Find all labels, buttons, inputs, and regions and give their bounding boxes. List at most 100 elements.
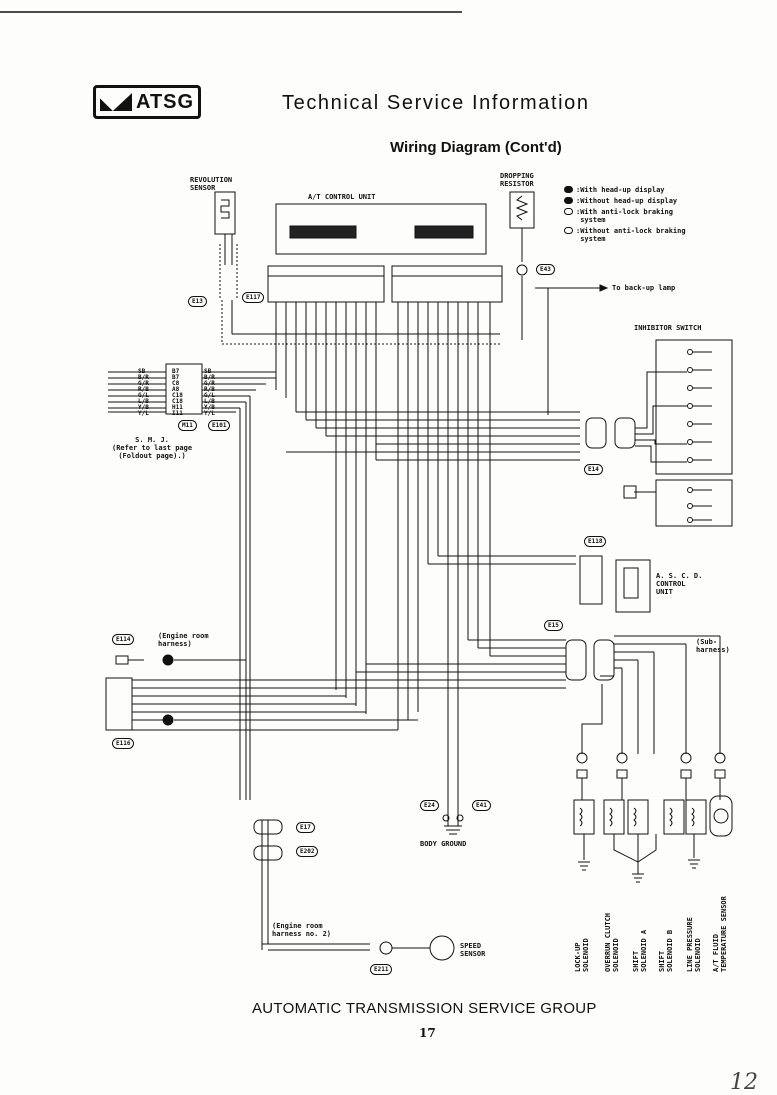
acu-connector-left [289,225,357,239]
ascd-control-unit-box [615,559,651,613]
engine-room-harness-2-label: (Engine room harness no. 2) [272,922,332,938]
connector-e43: E43 [536,264,555,275]
logo-mark-icon [100,93,132,111]
e15-connector [565,639,587,681]
dropping-resistor-label: DROPPING RESISTOR [500,172,534,188]
e17-connector [253,819,283,835]
wire-label: R/B [138,386,149,393]
wire-label: Y/B [138,404,149,411]
legend-text: :Without anti-lock braking system [576,227,686,243]
legend-symbol-icon [564,208,573,215]
page-title: Technical Service Information [282,92,590,114]
connector-e24: E24 [420,800,439,811]
wire-label: G/R [138,380,149,387]
pin-label: A8 [172,386,180,393]
wire-label: Y/L [138,410,149,417]
logo-text: ATSG [136,90,195,113]
to-backup-lamp-label: To back-up lamp [612,284,676,292]
revolution-sensor-body [214,191,236,235]
wire-label: G/R [204,380,215,387]
legend: :With head-up display :Without head-up d… [564,186,686,243]
e116-connector [105,677,133,731]
wire-label: G/L [204,392,215,399]
legend-item: :Without anti-lock braking system [564,227,686,243]
inhibitor-switch-label: INHIBITOR SWITCH [634,324,702,332]
wire-label: B/R [138,374,149,381]
legend-item: :Without head-up display [564,197,686,205]
pin-label: C18 [172,398,183,405]
connector-e118: E118 [584,536,607,547]
body-ground-label: BODY GROUND [420,840,467,848]
ascd-connector-e118 [579,555,603,605]
dropping-resistor-zigzag [515,195,529,221]
connector-e14: E14 [584,464,603,475]
smj-pin-labels: B7 B7 C8 A8 C18 C18 H11 I11 [172,368,183,417]
ascd-label: A. S. C. D. CONTROL UNIT [656,572,703,596]
connector-e117: E117 [242,292,265,303]
wire-label: G/L [138,392,149,399]
solenoid-group [573,752,733,883]
atsg-logo: ATSG [93,85,201,119]
legend-symbol-icon [564,186,573,193]
legend-item: :With head-up display [564,186,686,194]
connector-e202: E202 [296,846,319,857]
wire-label: L/B [138,398,149,405]
diagram-heading: Wiring Diagram (Cont'd) [390,139,562,156]
wire-label: SB [204,368,212,375]
connector-e114: E114 [112,634,135,645]
solenoid-label-shift-b: SHIFT SOLENOID B [658,929,674,972]
smj-connector-box [165,363,203,415]
at-control-unit-box [275,203,487,255]
footer-org: AUTOMATIC TRANSMISSION SERVICE GROUP [252,1000,597,1017]
legend-symbol-icon [564,227,573,234]
handwritten-page-mark: 12 [730,1070,758,1095]
pin-label: I11 [172,410,183,417]
engine-room-harness-label: (Engine room harness) [158,632,209,648]
wire-label: B/R [204,374,215,381]
solenoid-label-overrun: OVERRUN CLUTCH SOLENOID [604,912,620,972]
pin-label: H11 [172,404,183,411]
sub-harness-label: (Sub- harness) [696,638,730,654]
connector-e41: E41 [472,800,491,811]
connector-e13: E13 [188,296,207,307]
smj-right-labels: SB B/R G/R R/B G/L L/B Y/B Y/L [204,368,215,417]
pin-label: C8 [172,380,180,387]
solenoid-label-line-pressure: LINE PRESSURE SOLENOID [686,917,702,972]
wire-label: Y/L [204,410,215,417]
wire-label: R/B [204,386,215,393]
connector-e17: E17 [296,822,315,833]
at-control-unit-label: A/T CONTROL UNIT [308,193,376,201]
acu-connector-right [414,225,474,239]
smj-left-labels: SB B/R G/R R/B G/L L/B Y/B Y/L [138,368,149,417]
legend-text: :Without head-up display [576,197,678,205]
legend-item: :With anti-lock braking system [564,208,686,224]
e202-connector [253,845,283,861]
solenoid-label-lockup: LOCK-UP SOLENOID [574,938,590,972]
legend-text: :With head-up display [576,186,665,194]
revolution-sensor-coil [220,199,230,219]
wire-label: Y/B [204,404,215,411]
page-number: 17 [419,1026,436,1040]
wire-label: SB [138,368,146,375]
inhibitor-switch-box [655,339,733,475]
inhibitor-switch-lower-box [655,479,733,527]
legend-symbol-icon [564,197,573,204]
pin-label: C18 [172,392,183,399]
revolution-sensor-label: REVOLUTION SENSOR [190,176,233,192]
connector-e15: E15 [544,620,563,631]
smj-label: S. M. J. (Refer to last page (Foldout pa… [112,436,193,460]
solenoid-label-fluid-temp: A/T FLUID TEMPERATURE SENSOR [712,896,728,972]
speed-sensor-label: SPEED SENSOR [460,942,486,958]
connector-e211: E211 [370,964,393,975]
connector-e101: E101 [208,420,231,431]
wire-label: L/B [204,398,215,405]
connector-m11: M11 [178,420,197,431]
e14-connector [585,417,607,449]
pin-label: B7 [172,374,180,381]
speed-sensor-symbol [429,935,455,961]
pin-label: B7 [172,368,180,375]
solenoid-label-shift-a: SHIFT SOLENOID A [632,929,648,972]
connector-e116: E116 [112,738,135,749]
